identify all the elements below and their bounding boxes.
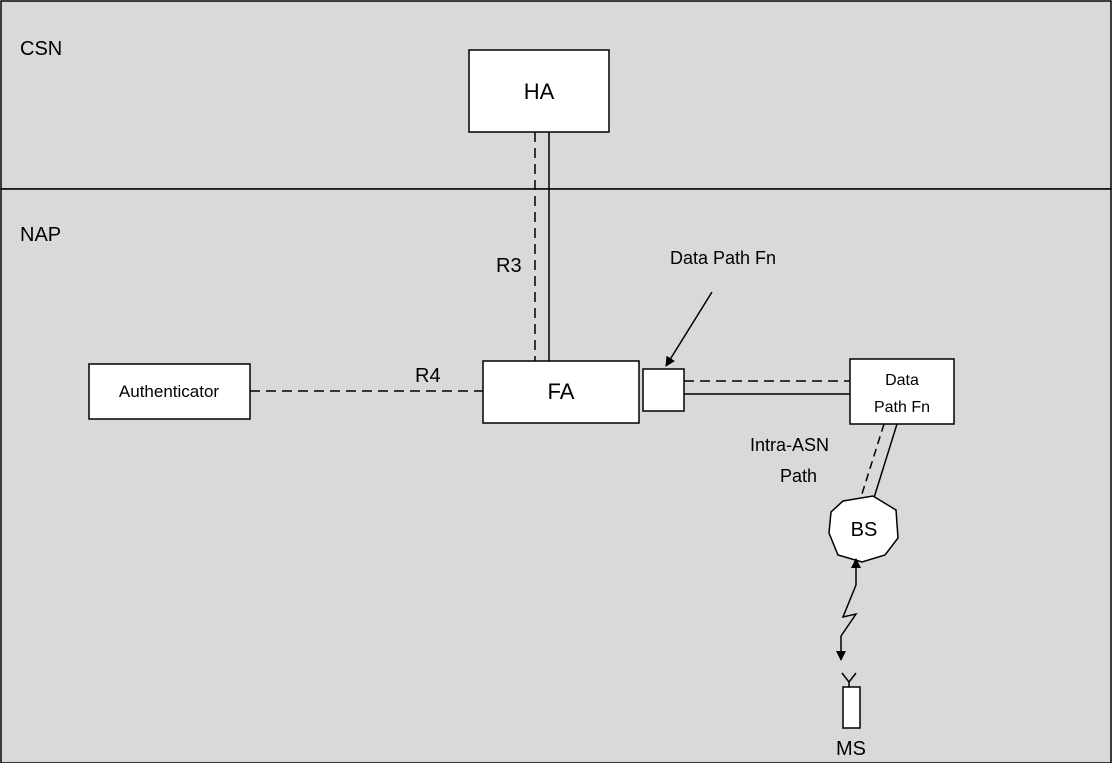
data-path-fn-callout-arrow [665,291,713,367]
ms-node [841,672,861,729]
bs-label: BS [851,519,878,541]
fa-label: FA [548,379,575,404]
csn-label: CSN [20,38,62,60]
intra-asn-link [860,423,898,502]
r3-link [534,132,550,361]
ha-node [468,49,610,133]
data-path-fn-remote-node [849,358,955,425]
r4-label: R4 [415,365,441,387]
data-path-fn-callout-label: Data Path Fn [670,248,776,268]
nap-region [0,188,1112,763]
data-path-fn-remote-line1: Data [885,372,919,389]
intra-asn-label-line2: Path [780,466,817,486]
r3-label: R3 [496,255,522,277]
authenticator-label: Authenticator [119,382,220,401]
nap-label: NAP [20,224,61,246]
ms-label: MS [836,738,866,760]
data-path-fn-small-box [642,368,685,412]
wireless-link [836,558,861,661]
intra-asn-label-line1: Intra-ASN [750,435,829,455]
authenticator-node [88,363,251,420]
data-path-fn-remote-line2: Path Fn [874,399,930,416]
ha-label: HA [524,79,555,104]
bs-node [828,495,899,563]
data-path-link [684,380,850,395]
fa-node [482,360,640,424]
